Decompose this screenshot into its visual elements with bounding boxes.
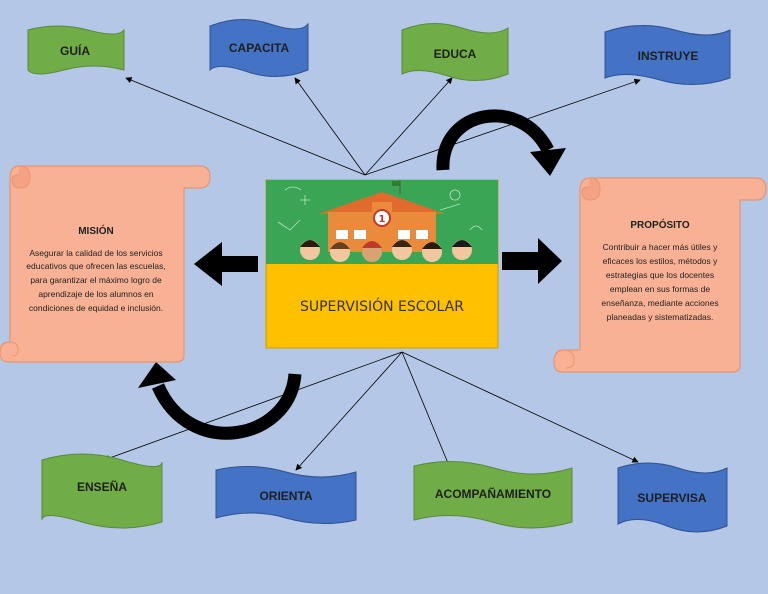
flag-guia-label: GUÍA xyxy=(60,43,90,58)
purpose-title: PROPÓSITO xyxy=(630,218,689,231)
purpose-line-4: emplean en sus formas de xyxy=(610,284,710,294)
flag-supervisa-label: SUPERVISA xyxy=(637,491,706,505)
curved-arrow-top xyxy=(436,109,566,176)
mission-line-4: aprendizaje de los alumnos en xyxy=(38,289,154,299)
flag-instruye: INSTRUYE xyxy=(604,24,731,86)
connector-supervisa xyxy=(401,351,639,463)
mission-title: MISIÓN xyxy=(78,224,114,237)
mission-line-1: Asegurar la calidad de los servicios xyxy=(29,248,162,258)
flag-educa-label: EDUCA xyxy=(434,47,477,61)
connector-instruye xyxy=(364,78,641,176)
flag-acompanamiento-label: ACOMPAÑAMIENTO xyxy=(435,486,551,501)
arrow-left xyxy=(194,242,258,286)
purpose-line-6: planeadas y sistematizadas. xyxy=(607,312,714,322)
flag-orienta: ORIENTA xyxy=(215,465,357,525)
bottom-connectors xyxy=(103,351,639,471)
center-box: 1 SUPERVISIÓN ESCOLAR xyxy=(265,179,499,349)
center-title: SUPERVISIÓN ESCOLAR xyxy=(300,297,464,315)
connector-acompanamiento xyxy=(401,351,451,469)
purpose-line-3: estrategias que los docentes xyxy=(606,270,714,280)
flag-capacita: CAPACITA xyxy=(209,19,309,77)
top-connectors xyxy=(125,77,641,176)
school-children-illustration: 1 xyxy=(266,180,498,264)
flag-acompanamiento: ACOMPAÑAMIENTO xyxy=(413,461,573,529)
connector-capacita xyxy=(294,77,366,176)
flag-orienta-label: ORIENTA xyxy=(259,489,312,503)
purpose-scroll: PROPÓSITO Contribuir a hacer más útiles … xyxy=(553,177,767,373)
flag-ensena: ENSEÑA xyxy=(41,453,163,529)
flag-educa: EDUCA xyxy=(401,23,509,81)
arrow-right xyxy=(502,238,562,284)
mission-line-3: para garantizar el máximo logro de xyxy=(30,275,162,285)
flag-instruye-label: INSTRUYE xyxy=(638,49,699,63)
children xyxy=(300,240,472,262)
flag-supervisa: SUPERVISA xyxy=(617,462,728,533)
mission-line-5: condiciones de equidad e inclusión. xyxy=(29,303,163,313)
flag-capacita-label: CAPACITA xyxy=(229,41,290,55)
mission-line-2: educativos que ofrecen las escuelas, xyxy=(26,261,165,271)
connector-educa xyxy=(364,77,453,176)
flag-ensena-label: ENSEÑA xyxy=(77,479,127,494)
svg-text:1: 1 xyxy=(379,214,386,225)
connector-orienta xyxy=(295,351,403,471)
purpose-line-2: eficaces los estilos, métodos y xyxy=(603,256,719,266)
connector-guia xyxy=(125,77,366,176)
mission-scroll: MISIÓN Asegurar la calidad de los servic… xyxy=(0,165,211,363)
connector-ensena xyxy=(103,351,403,462)
purpose-line-5: enseñanza, mediante acciones xyxy=(601,298,718,308)
purpose-line-1: Contribuir a hacer más útiles y xyxy=(603,242,719,252)
curved-arrow-bottom xyxy=(138,362,302,440)
flag-guia: GUÍA xyxy=(27,25,125,75)
